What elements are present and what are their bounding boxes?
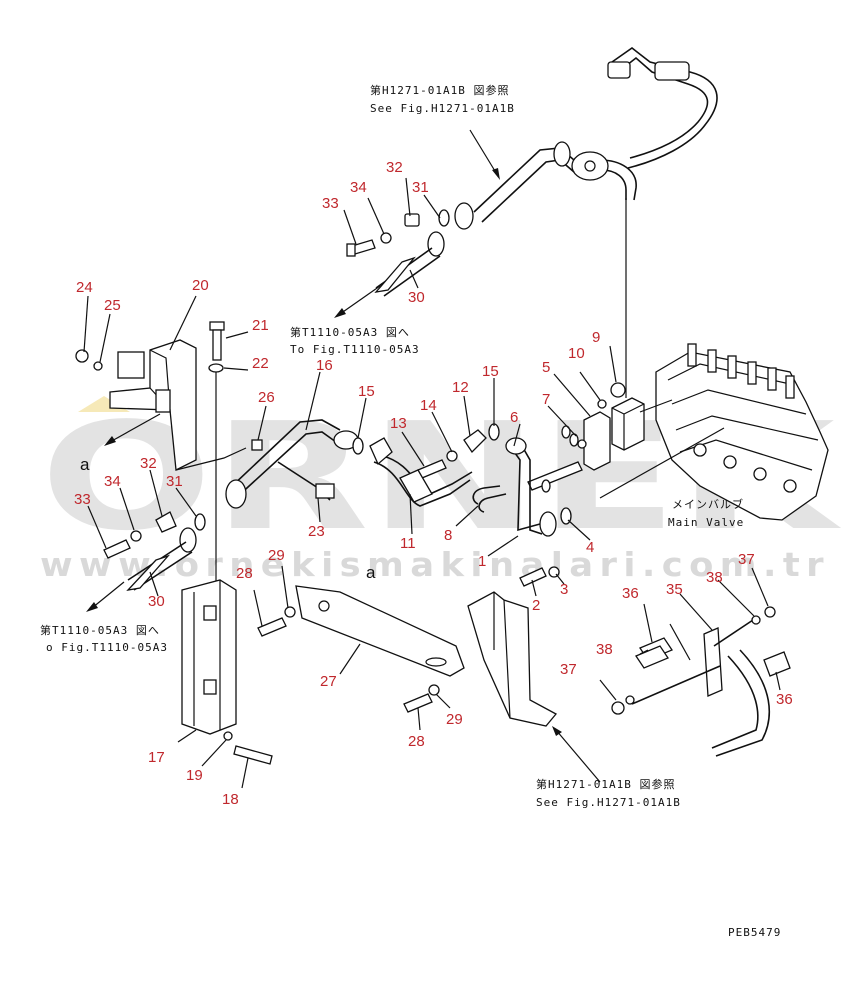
part-label-1: 1 bbox=[478, 553, 486, 570]
hose-fitting-icon bbox=[369, 437, 393, 466]
part-label-19: 19 bbox=[186, 767, 203, 784]
part-label-20: 20 bbox=[192, 277, 209, 294]
pipe-flange-icon bbox=[225, 479, 247, 509]
reference-notes: 第H1271-01A1B 図参照 See Fig.H1271-01A1B 第T1… bbox=[40, 83, 781, 939]
support-bracket-icon bbox=[181, 579, 237, 735]
main-valve bbox=[597, 198, 829, 521]
adapter-block-icon bbox=[611, 397, 645, 451]
part-label-23: 23 bbox=[308, 523, 325, 540]
bolt-head-icon bbox=[209, 321, 225, 331]
split-flange-icon bbox=[463, 429, 487, 454]
part-label-14: 14 bbox=[420, 397, 437, 414]
part-label-22: 22 bbox=[252, 355, 269, 372]
part-label-12: 12 bbox=[452, 379, 469, 396]
ref-left-en: o Fig.T1110-05A3 bbox=[46, 641, 168, 654]
flange-icon bbox=[571, 151, 609, 181]
o-ring-icon bbox=[438, 209, 450, 227]
part-label-9: 9 bbox=[592, 329, 600, 346]
part-label-18: 18 bbox=[222, 791, 239, 808]
part-label-36b: 36 bbox=[776, 691, 793, 708]
part-label-16: 16 bbox=[316, 357, 333, 374]
top-pipe-assembly bbox=[334, 47, 718, 318]
part-label-8: 8 bbox=[444, 527, 452, 544]
part-label-15b: 15 bbox=[482, 363, 499, 380]
part-label-36a: 36 bbox=[622, 585, 639, 602]
part-label-7: 7 bbox=[542, 391, 550, 408]
pipe-sleeve-icon bbox=[374, 256, 416, 293]
part-label-2: 2 bbox=[532, 597, 540, 614]
part-label-38b: 38 bbox=[596, 641, 613, 658]
right-bracket-icon bbox=[467, 591, 558, 727]
part-label-17: 17 bbox=[148, 749, 165, 766]
ref-mid-en: To Fig.T1110-05A3 bbox=[290, 343, 420, 356]
part-label-31a: 31 bbox=[412, 179, 429, 196]
part-label-21: 21 bbox=[252, 317, 269, 334]
center-pipe-assembly bbox=[369, 411, 611, 587]
left-bracket-assembly bbox=[75, 321, 364, 612]
part-label-10: 10 bbox=[568, 345, 585, 362]
part-label-31b: 31 bbox=[166, 473, 183, 490]
part-label-30b: 30 bbox=[148, 593, 165, 610]
lower-bracket-assembly bbox=[181, 579, 601, 783]
bracket-icon bbox=[109, 339, 197, 472]
pipe-block-icon bbox=[583, 411, 611, 471]
hose-fitting-icon bbox=[607, 61, 631, 79]
drawing-code: PEB5479 bbox=[728, 926, 781, 939]
part-label-35: 35 bbox=[666, 581, 683, 598]
leader-lines bbox=[83, 177, 781, 789]
lever-plate-icon bbox=[703, 627, 723, 697]
part-label-33b: 33 bbox=[74, 491, 91, 508]
bolt-icon bbox=[519, 567, 547, 587]
ref-top-en: See Fig.H1271-01A1B bbox=[370, 102, 515, 115]
ref-top-jp: 第H1271-01A1B 図参照 bbox=[370, 83, 509, 97]
part-label-37b: 37 bbox=[560, 661, 577, 678]
hose-sleeve-icon bbox=[654, 61, 690, 81]
part-label-38a: 38 bbox=[706, 569, 723, 586]
part-label-32b: 32 bbox=[140, 455, 157, 472]
part-label-26: 26 bbox=[258, 389, 275, 406]
ref-bottom-en: See Fig.H1271-01A1B bbox=[536, 796, 681, 809]
part-label-4: 4 bbox=[586, 539, 594, 556]
nut-icon bbox=[610, 382, 626, 398]
lever-assembly bbox=[611, 606, 791, 757]
part-label-30a: 30 bbox=[408, 289, 425, 306]
part-label-27: 27 bbox=[320, 673, 337, 690]
ref-bottom-jp: 第H1271-01A1B 図参照 bbox=[536, 777, 675, 791]
part-label-34a: 34 bbox=[350, 179, 367, 196]
part-label-25: 25 bbox=[104, 297, 121, 314]
part-label-33a: 33 bbox=[322, 195, 339, 212]
ref-mid-jp: 第T1110-05A3 図へ bbox=[290, 325, 410, 339]
part-label-3: 3 bbox=[560, 581, 568, 598]
view-a-left: a bbox=[80, 455, 90, 474]
nut-icon bbox=[611, 701, 625, 715]
bolt-icon bbox=[233, 745, 273, 765]
part-label-13: 13 bbox=[390, 415, 407, 432]
part-label-29b: 29 bbox=[446, 711, 463, 728]
part-label-29a: 29 bbox=[268, 547, 285, 564]
main-valve-label-en: Main Valve bbox=[668, 516, 744, 529]
part-label-28b: 28 bbox=[408, 733, 425, 750]
part-labels: 1 2 3 4 5 6 7 8 9 10 11 12 13 14 15 15 1… bbox=[74, 159, 793, 808]
pipe-flange-icon bbox=[454, 202, 474, 230]
part-label-11: 11 bbox=[400, 535, 416, 552]
nut-icon bbox=[75, 349, 89, 363]
part-label-6: 6 bbox=[510, 409, 518, 426]
part-label-28a: 28 bbox=[236, 565, 253, 582]
view-a-mid: a bbox=[366, 563, 376, 582]
part-label-32a: 32 bbox=[386, 159, 403, 176]
main-valve-label-jp: メインバルブ bbox=[672, 497, 744, 511]
split-flange-icon bbox=[404, 213, 420, 227]
ref-left-jp: 第T1110-05A3 図へ bbox=[40, 623, 160, 637]
washer-icon bbox=[380, 232, 392, 244]
part-label-24: 24 bbox=[76, 279, 93, 296]
part-label-15a: 15 bbox=[358, 383, 375, 400]
part-label-34b: 34 bbox=[104, 473, 121, 490]
part-label-5: 5 bbox=[542, 359, 550, 376]
part-label-37a: 37 bbox=[738, 551, 755, 568]
plate-bracket-icon bbox=[295, 585, 465, 677]
